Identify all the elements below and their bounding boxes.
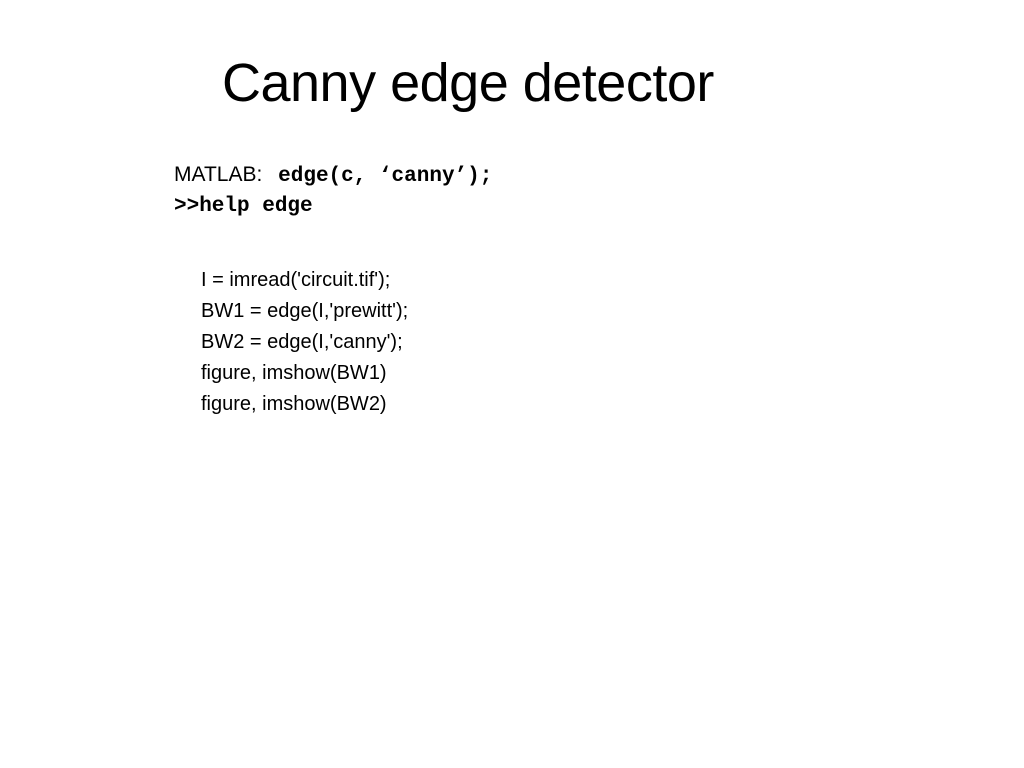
matlab-command-line: MATLAB: edge(c, ‘canny’); (174, 160, 492, 190)
help-edge-call: >>help edge (174, 195, 313, 218)
code-line-canny: BW2 = edge(I,'canny'); (201, 331, 403, 353)
code-line-imread: I = imread('circuit.tif'); (201, 269, 391, 291)
matlab-commands: MATLAB: edge(c, ‘canny’); >>help edge (174, 160, 492, 220)
help-command-line: >>help edge (174, 190, 492, 220)
code-line-prewitt: BW1 = edge(I,'prewitt'); (201, 300, 409, 322)
code-line-imshow-bw2: figure, imshow(BW2) (201, 393, 387, 415)
code-line-imshow-bw1: figure, imshow(BW1) (201, 362, 387, 384)
matlab-edge-call: edge(c, ‘canny’); (278, 165, 493, 188)
code-example: I = imread('circuit.tif'); BW1 = edge(I,… (201, 265, 408, 420)
matlab-label: MATLAB: (174, 163, 263, 186)
slide-title: Canny edge detector (222, 53, 714, 113)
